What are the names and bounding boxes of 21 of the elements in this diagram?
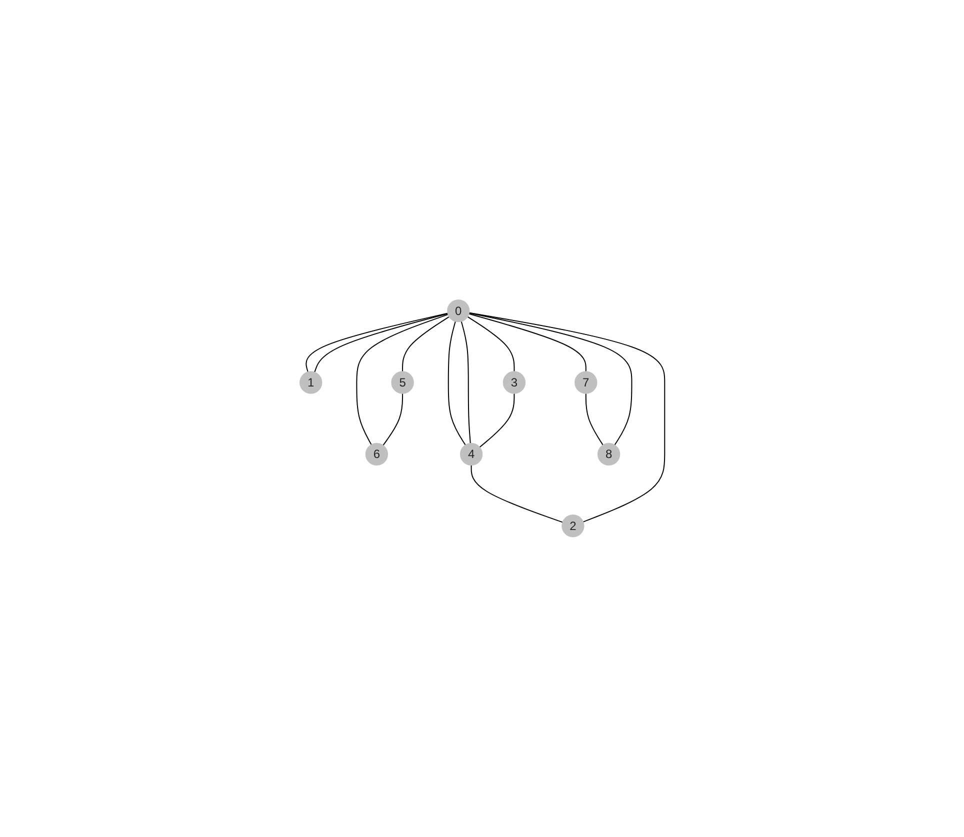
connector bbox=[478, 393, 514, 448]
node-circle: 1 bbox=[299, 371, 322, 394]
node-circle: 7 bbox=[574, 371, 597, 394]
connector bbox=[585, 393, 604, 446]
connector bbox=[460, 320, 471, 444]
node-circle: 2 bbox=[561, 514, 584, 538]
connector bbox=[468, 313, 586, 372]
connector bbox=[468, 312, 665, 523]
node-circle: 0 bbox=[446, 300, 470, 322]
connector bbox=[466, 316, 514, 372]
node-circle: 4 bbox=[460, 443, 482, 466]
node-circle: 8 bbox=[597, 443, 620, 466]
node-circle: 5 bbox=[390, 371, 414, 394]
node-circle: 6 bbox=[365, 443, 388, 466]
connector bbox=[448, 320, 466, 446]
node-circle: 3 bbox=[502, 371, 526, 394]
connector bbox=[468, 312, 632, 446]
connector bbox=[382, 393, 403, 446]
connector bbox=[402, 316, 450, 372]
connector bbox=[356, 314, 448, 446]
connector bbox=[470, 464, 563, 523]
